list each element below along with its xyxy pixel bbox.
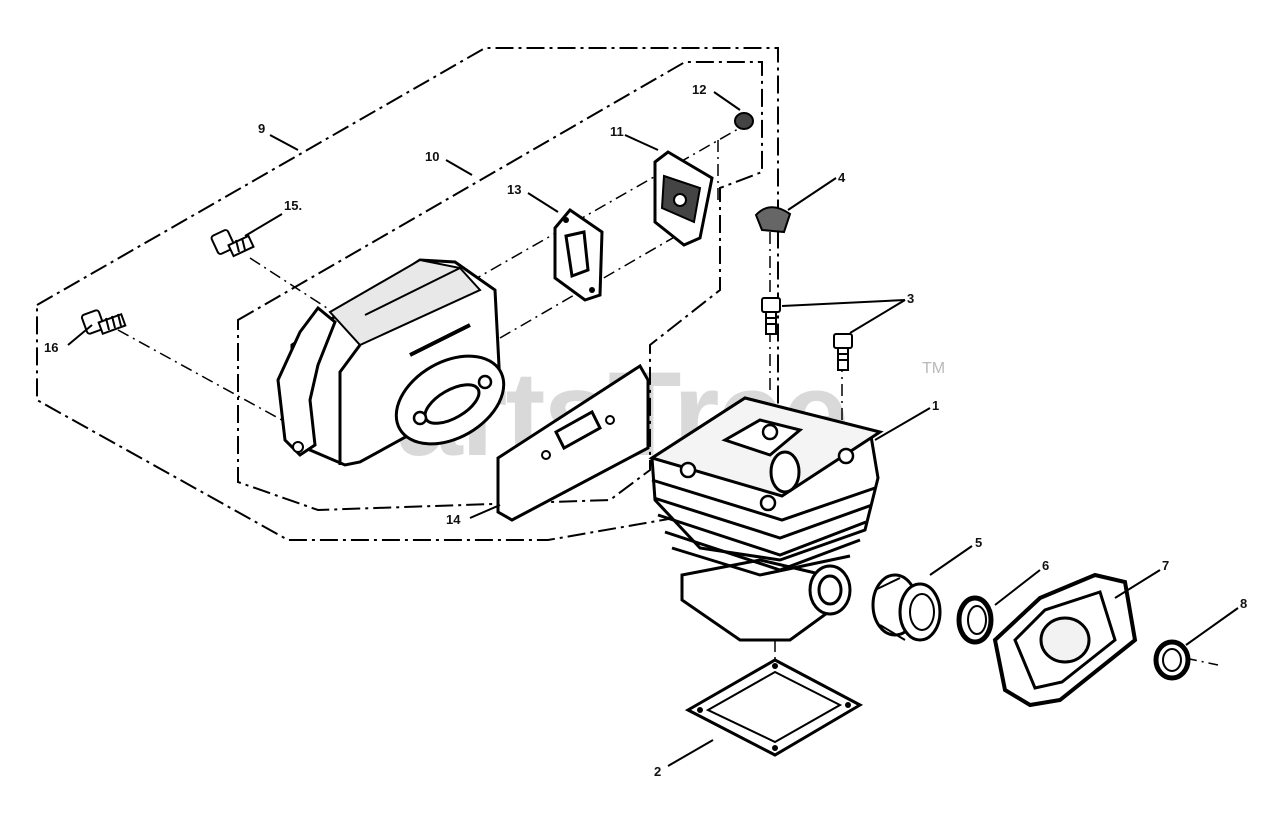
callout-9: 9 [258,121,265,136]
part-3-bolts [761,297,853,371]
part-12-nut [734,112,754,130]
callout-11: 11 [610,124,624,139]
callout-3: 3 [907,291,914,306]
assembly-lines [117,124,1219,668]
part-6-ring [956,595,994,645]
callout-10: 10 [425,149,439,164]
part-8-ring [1153,639,1191,681]
callout-15: 15. [284,198,302,213]
part-4-cap [754,206,792,234]
callout-labels: 1 2 3 4 5 6 7 8 9 10 11 12 13 14 15. 16 [44,82,1247,779]
callout-7: 7 [1162,558,1169,573]
callout-14: 14 [446,512,461,527]
part-10-muffler [276,258,506,467]
callout-1: 1 [932,398,939,413]
callout-13: 13 [507,182,521,197]
watermark-trademark: TM [922,360,945,377]
part-14-gasket [496,363,650,522]
callout-8: 8 [1240,596,1247,611]
part-13-plate [553,207,604,302]
callout-2: 2 [654,764,661,779]
part-7-boot [992,572,1138,708]
callout-4: 4 [838,170,846,185]
part-5-flange [871,573,942,642]
part-11-screen [653,150,714,247]
callout-12: 12 [692,82,706,97]
callout-16: 16 [44,340,58,355]
part-15-screw [210,229,255,258]
callout-6: 6 [1042,558,1049,573]
part-2-gasket [684,658,864,757]
kit-boundary-10 [237,61,763,512]
leader-lines [67,91,1239,767]
callout-5: 5 [975,535,982,550]
kit-boundary-9 [36,47,779,541]
part-1-cylinder [648,396,884,642]
